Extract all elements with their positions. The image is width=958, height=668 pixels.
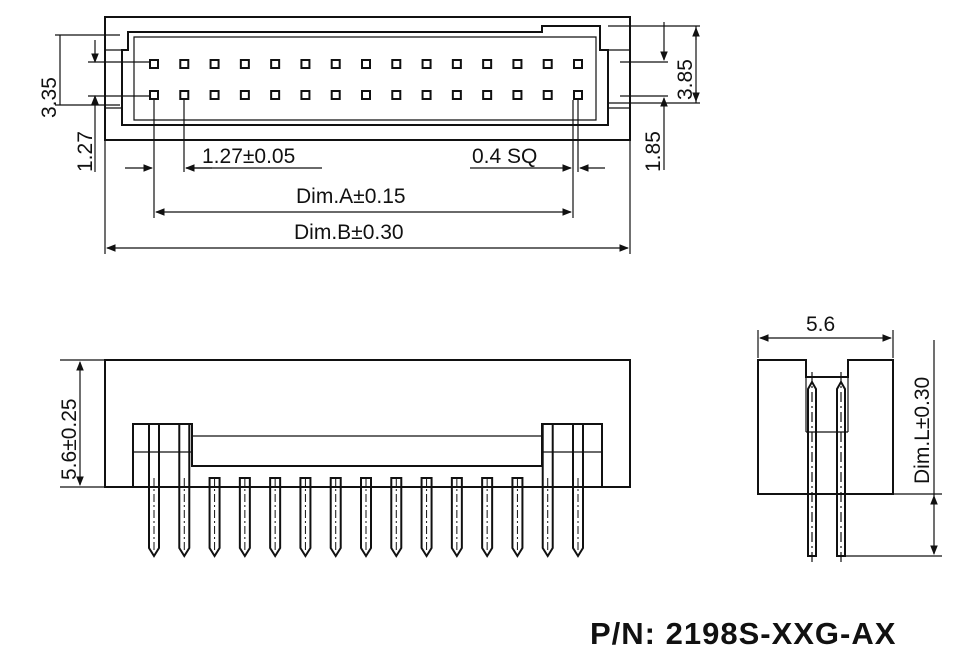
pin-square <box>330 59 341 69</box>
front-pin <box>329 477 342 558</box>
pin-square <box>573 90 583 100</box>
pin-square <box>451 59 462 69</box>
front-pin <box>238 477 251 558</box>
front-pin <box>420 477 433 558</box>
pin-square <box>239 90 250 100</box>
pin-square <box>512 59 523 69</box>
top-view-outer-body <box>104 16 631 141</box>
pin-square <box>512 90 523 100</box>
pin-square <box>361 59 371 69</box>
pin-square <box>179 90 190 100</box>
front-view: 5.6±0.25 <box>58 359 631 558</box>
side-view-pin <box>807 379 817 557</box>
pin-square-label: 0.4 SQ <box>472 145 537 168</box>
side-view-body <box>757 359 894 495</box>
front-pin <box>360 477 372 558</box>
side-view: 5.6 Dim.L±0.30 <box>757 313 942 566</box>
top-view-cavity <box>121 25 609 126</box>
front-pin <box>390 477 403 558</box>
pin-square <box>391 90 402 100</box>
pin-square <box>361 90 371 100</box>
front-pin <box>178 423 191 558</box>
pitch-label: 1.27±0.05 <box>202 145 295 168</box>
front-view-body <box>104 359 631 488</box>
pin-square <box>482 90 493 100</box>
front-pin <box>148 423 160 558</box>
top-view-inner-wall <box>133 36 597 121</box>
pin-square <box>391 59 402 69</box>
pin-square <box>300 59 311 69</box>
pin-square <box>421 59 432 69</box>
pin-square <box>451 90 462 100</box>
pin-square <box>179 59 190 69</box>
pin-square <box>209 59 220 69</box>
side-view-pin <box>836 379 846 557</box>
front-pin <box>269 477 282 558</box>
pin-square <box>542 90 553 100</box>
front-view-cutout <box>132 423 603 487</box>
pin-square <box>209 90 220 100</box>
pin-square <box>149 59 159 69</box>
pin-square <box>573 59 583 69</box>
front-pins <box>148 423 584 558</box>
pin-square <box>421 90 432 100</box>
dim-3-85-label: 3.85 <box>674 59 697 100</box>
dim-1-27-label: 1.27 <box>74 131 97 172</box>
front-pin <box>511 477 524 558</box>
dim-a-label: Dim.A±0.15 <box>296 185 406 208</box>
pin-square <box>482 59 493 69</box>
front-pin <box>299 477 312 558</box>
pin-square <box>149 90 159 100</box>
side-width-label: 5.6 <box>806 313 835 336</box>
top-view: 3.35 1.27 3.85 1.85 1.27±0.05 0.4 SQ Dim… <box>38 16 700 254</box>
dim-l-label: Dim.L±0.30 <box>911 377 934 484</box>
pin-squares <box>149 59 583 100</box>
pin-square <box>239 59 250 69</box>
pin-square <box>542 59 553 69</box>
front-pin <box>572 423 584 558</box>
front-pin <box>450 477 463 558</box>
part-number: P/N: 2198S-XXG-AX <box>590 616 896 651</box>
front-pin <box>481 477 494 558</box>
dim-3-35-label: 3.35 <box>38 77 61 118</box>
dim-1-85-label: 1.85 <box>642 131 665 172</box>
pin-square <box>330 90 341 100</box>
pin-square <box>270 90 281 100</box>
height-label: 5.6±0.25 <box>58 398 81 480</box>
dim-b-label: Dim.B±0.30 <box>294 221 404 244</box>
front-pin <box>208 477 221 558</box>
pin-square <box>270 59 281 69</box>
front-pin <box>541 423 554 558</box>
pin-square <box>300 90 311 100</box>
